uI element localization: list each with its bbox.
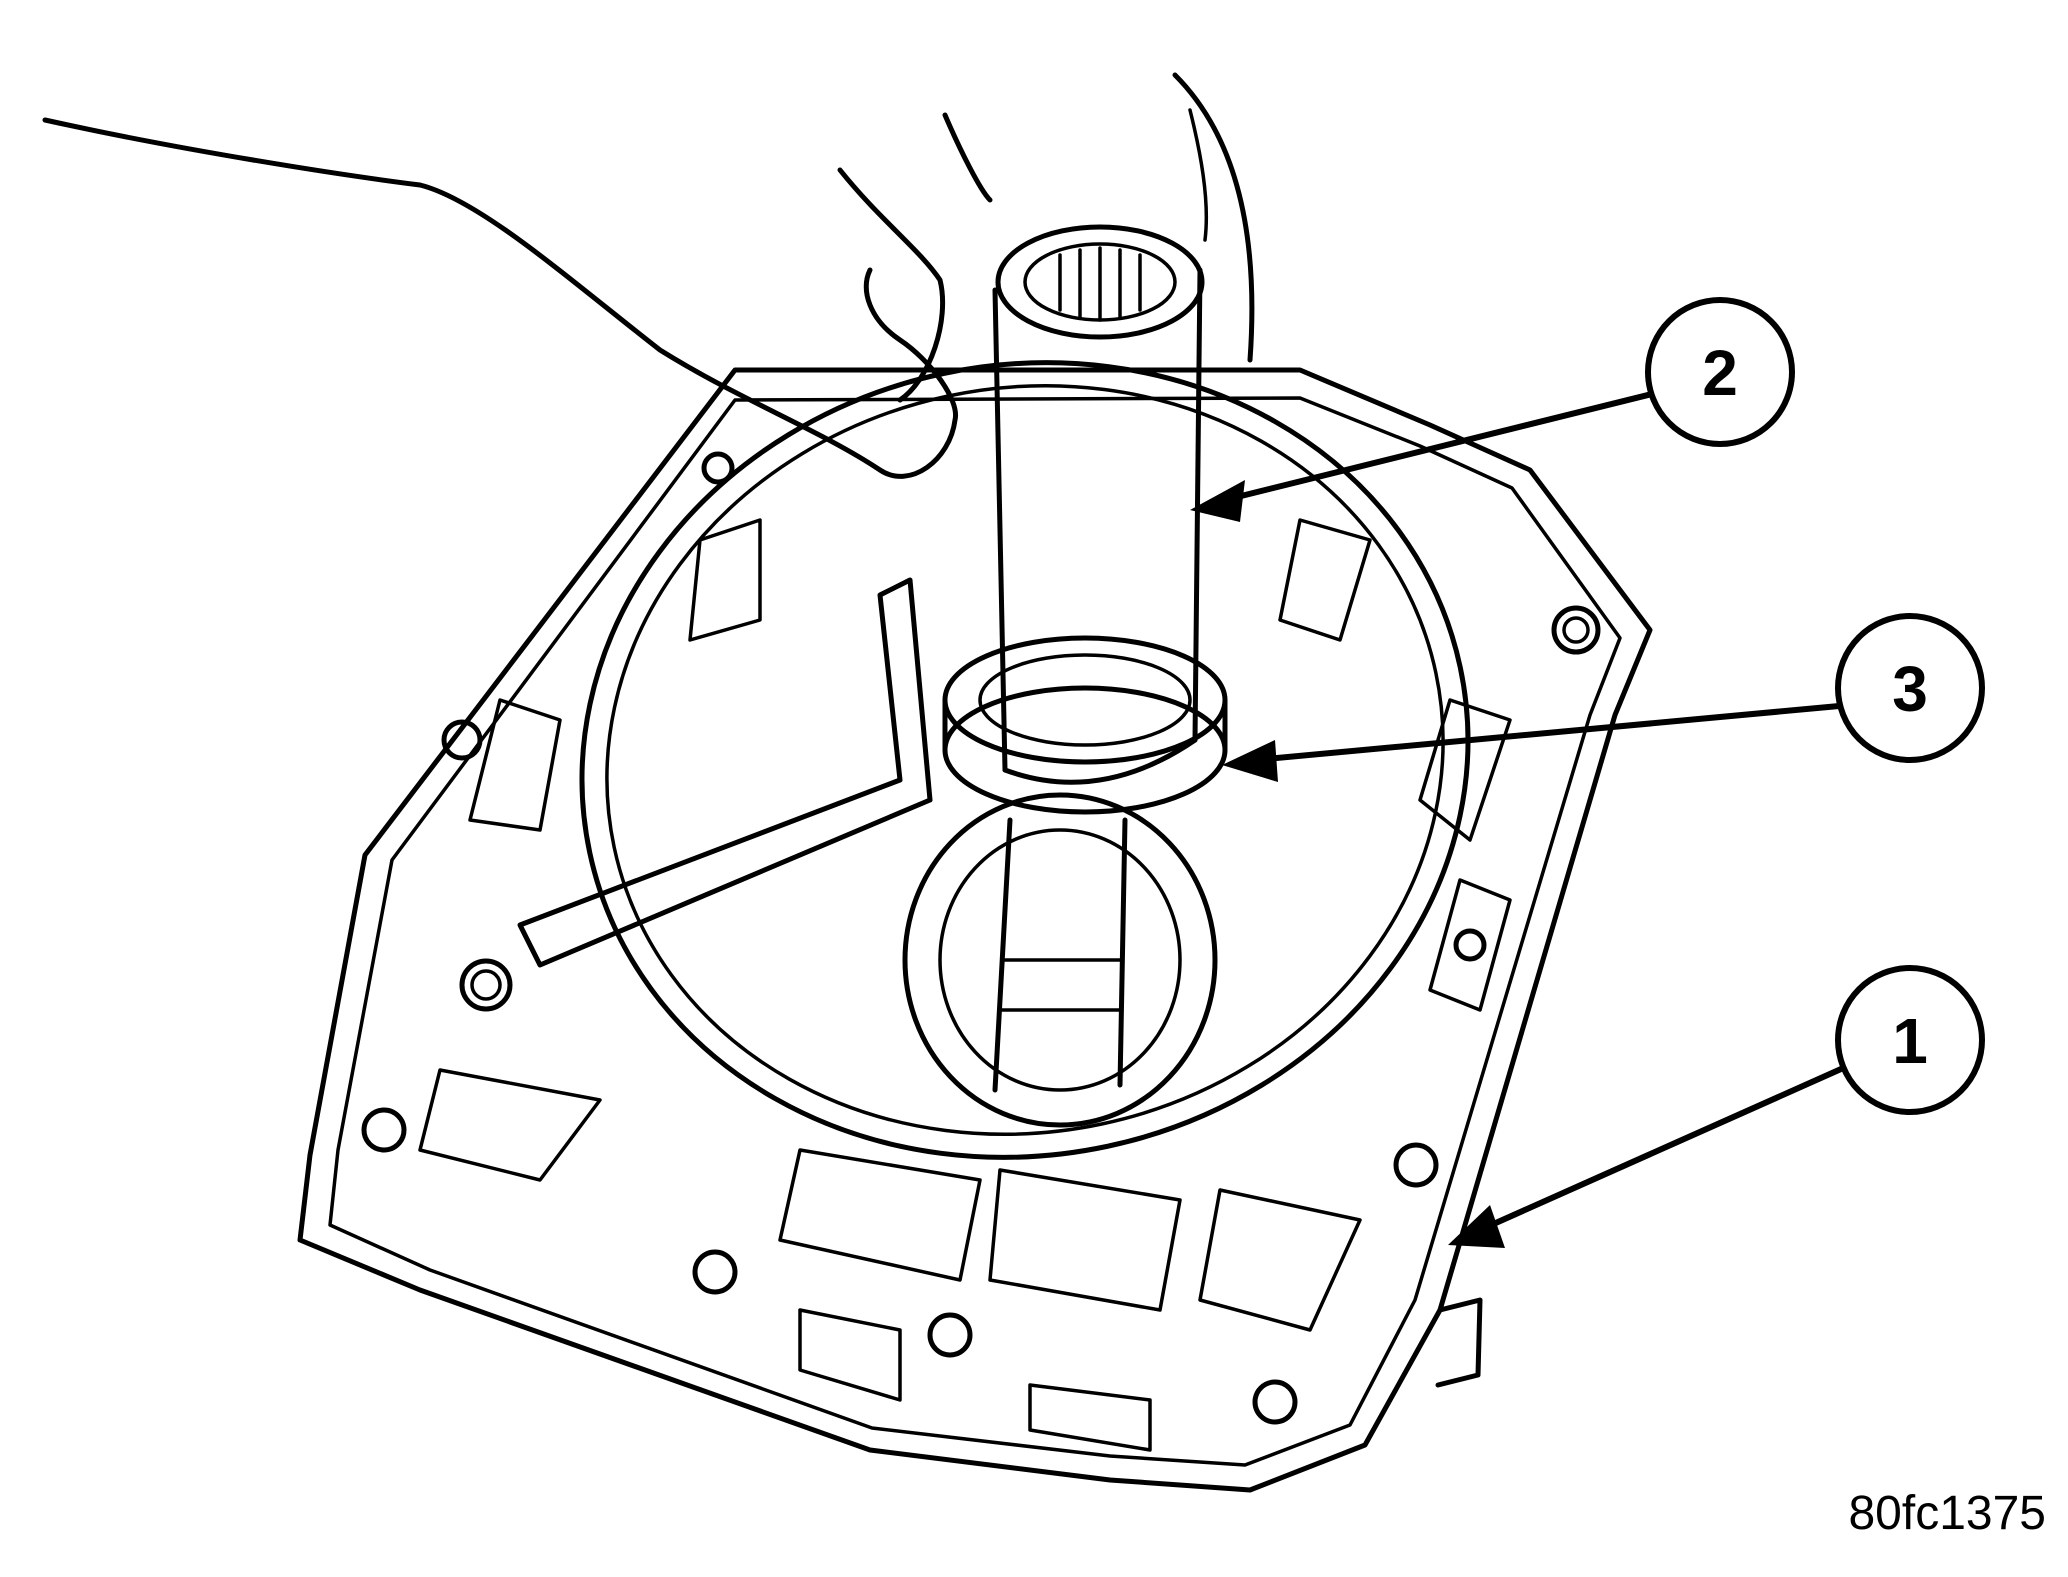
callout-3: 3: [1222, 613, 1985, 782]
callout-2: 2: [1190, 297, 1795, 522]
housing-outline: [297, 360, 1653, 1493]
hand: [42, 72, 1255, 479]
figure-reference-code: 80fc1375: [1848, 1487, 2046, 1540]
side-boss: [1435, 1297, 1483, 1388]
callout-label-2: 2: [1702, 337, 1738, 409]
bore-ring: [579, 360, 1471, 1160]
housing-ribs: [418, 518, 1512, 1452]
callout-1: 1: [1448, 965, 1985, 1248]
bearing: [942, 635, 1228, 815]
callout-label-1: 1: [1892, 1005, 1928, 1077]
input-shaft: [902, 792, 1218, 1128]
callout-label-3: 3: [1892, 653, 1928, 725]
guide-bracket: [517, 577, 933, 968]
installer-tool: [992, 224, 1205, 785]
bolt-holes: [361, 451, 1601, 1425]
